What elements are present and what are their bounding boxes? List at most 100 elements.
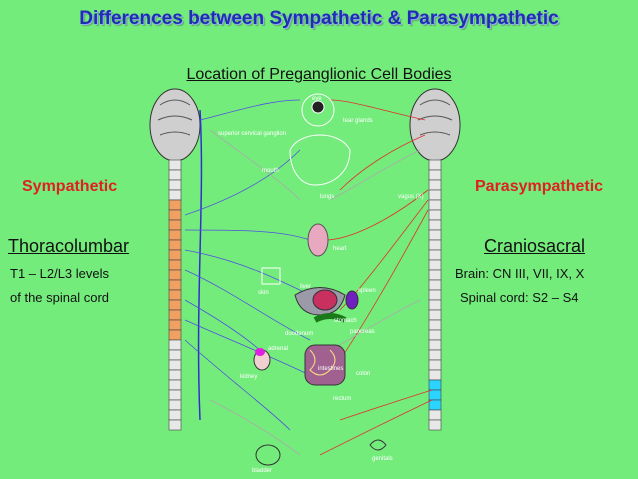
spinal-segment: [428, 219, 442, 231]
spinal-segment: [428, 379, 442, 391]
spinal-segment: [168, 279, 182, 291]
spinal-segment: [168, 169, 182, 181]
diagram-subtitle: Location of Preganglionic Cell Bodies: [0, 66, 638, 84]
label-mouth: mouth: [262, 168, 279, 174]
spinal-segment: [428, 339, 442, 351]
parasympathetic-brain-nerves: Brain: CN III, VII, IX, X: [455, 266, 585, 281]
label-pancreas: pancreas: [350, 329, 375, 335]
label-eye: eye: [312, 96, 322, 102]
spinal-segment: [428, 419, 442, 431]
label-rectum: rectum: [333, 396, 351, 402]
spinal-segment: [168, 379, 182, 391]
spinal-segment: [168, 389, 182, 401]
spinal-segment: [428, 209, 442, 221]
right-spinal-cord: [428, 159, 442, 431]
spinal-segment: [428, 409, 442, 421]
spinal-segment: [168, 339, 182, 351]
pancreas-organ: [313, 313, 347, 323]
sympathetic-heading: Sympathetic: [22, 178, 118, 195]
spinal-segment: [168, 369, 182, 381]
parasympathetic-heading: Parasympathetic: [475, 178, 604, 195]
label-tear-glands: tear glands: [343, 118, 373, 124]
sympathetic-fibers: [184, 99, 321, 431]
spinal-segment: [168, 219, 182, 231]
spinal-segment: [428, 229, 442, 241]
adrenal-organ: [255, 348, 265, 356]
spinal-segment: [428, 159, 442, 171]
spinal-segment: [168, 239, 182, 251]
skin-organ: [261, 267, 281, 285]
bladder-organ: [255, 444, 281, 466]
spinal-segment: [168, 269, 182, 281]
spinal-segment: [168, 189, 182, 201]
sympathetic-chain: [197, 109, 203, 421]
spinal-segment: [428, 259, 442, 271]
spinal-segment: [428, 199, 442, 211]
spinal-segment: [168, 209, 182, 221]
spinal-segment: [168, 359, 182, 371]
spinal-segment: [428, 299, 442, 311]
spinal-segment: [168, 159, 182, 171]
spinal-segment: [428, 179, 442, 191]
spinal-segment: [428, 289, 442, 301]
label-vagus: vagus (X): [398, 194, 424, 200]
spinal-segment: [428, 329, 442, 341]
spinal-segment: [428, 249, 442, 261]
sympathetic-levels: T1 – L2/L3 levels: [10, 266, 110, 281]
spinal-segment: [428, 269, 442, 281]
label-duodenum: duodenum: [285, 331, 313, 337]
subtitle-text: Location of Preganglionic Cell Bodies: [186, 66, 452, 83]
organs: [253, 223, 387, 466]
spinal-segment: [168, 289, 182, 301]
genitals-organ: [369, 439, 387, 451]
spinal-segment: [168, 319, 182, 331]
spinal-segment: [428, 349, 442, 361]
organ-labels: eye tear glands superior cervical gangli…: [218, 96, 424, 474]
stomach-organ: [312, 289, 338, 311]
sympathetic-location: of the spinal cord: [10, 290, 110, 305]
label-skin: skin: [258, 290, 269, 296]
spinal-segment: [428, 309, 442, 321]
spinal-segment: [168, 229, 182, 241]
spinal-segment: [428, 389, 442, 401]
label-genitals: genitals: [372, 456, 393, 462]
spinal-segment: [168, 419, 182, 431]
label-adrenal: adrenal: [268, 346, 288, 352]
label-lungs: lungs: [320, 194, 334, 200]
spinal-segment: [428, 319, 442, 331]
spinal-segment: [168, 179, 182, 191]
label-intestines: intestines: [318, 366, 343, 372]
label-kidney: kidney: [240, 374, 257, 380]
spinal-segment: [168, 299, 182, 311]
thoracolumbar-label: Thoracolumbar: [8, 236, 130, 256]
parasympathetic-spinal-levels: Spinal cord: S2 – S4: [460, 290, 579, 305]
intestines-organ: [304, 344, 346, 386]
parasympathetic-fibers: [319, 99, 433, 456]
spinal-segment: [428, 279, 442, 291]
label-liver: liver: [300, 284, 311, 290]
spinal-segment: [168, 399, 182, 411]
spinal-segment: [428, 169, 442, 181]
label-colon: colon: [356, 371, 370, 377]
spinal-segment: [168, 409, 182, 421]
spinal-segment: [428, 239, 442, 251]
spinal-segment: [428, 399, 442, 411]
right-brain: [409, 88, 461, 162]
label-spleen: spleen: [358, 288, 376, 294]
label-stomach: stomach: [334, 318, 357, 324]
left-spinal-cord: [168, 159, 182, 431]
page-title: Differences between Sympathetic & Parasy…: [79, 8, 559, 29]
label-superior-cervical-ganglion: superior cervical ganglion: [218, 131, 286, 137]
spinal-segment: [168, 349, 182, 361]
spleen-organ: [345, 290, 359, 310]
heart-organ: [307, 223, 329, 257]
label-heart: heart: [333, 246, 347, 252]
craniosacral-label: Craniosacral: [484, 236, 586, 256]
spinal-segment: [168, 249, 182, 261]
spinal-segment: [428, 369, 442, 381]
spinal-segment: [168, 199, 182, 211]
left-brain: [149, 88, 201, 162]
spinal-segment: [428, 359, 442, 371]
spinal-segment: [168, 329, 182, 341]
spinal-segment: [168, 259, 182, 271]
